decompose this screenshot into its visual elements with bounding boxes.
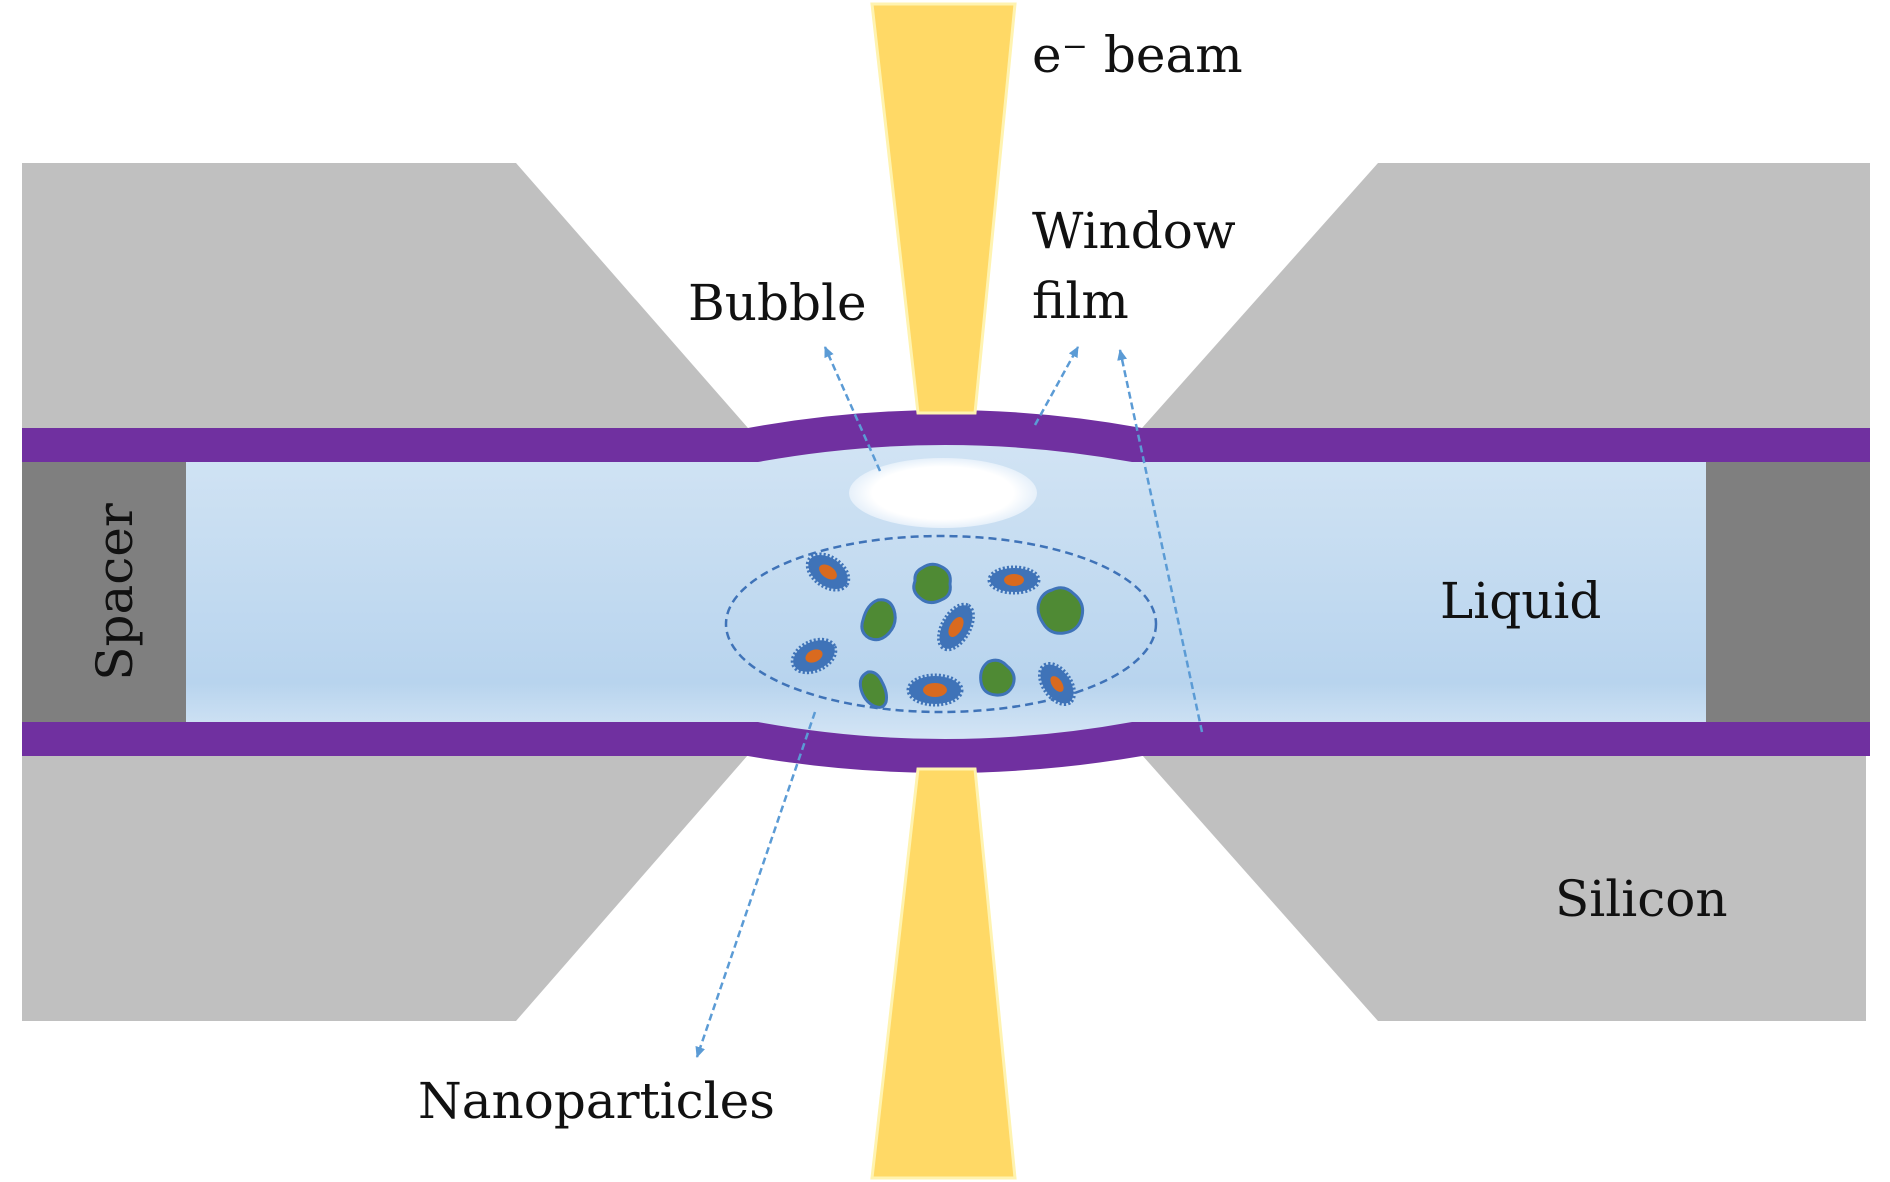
annotation-arrows — [695, 346, 1204, 1058]
nanoparticles-label: Nanoparticles — [418, 1072, 775, 1130]
window-film-arrow-1 — [1033, 346, 1080, 426]
nanoparticle-region — [724, 534, 1158, 714]
nanoparticle — [805, 552, 851, 592]
nanoparticle — [1037, 661, 1077, 707]
nanoparticle — [860, 598, 897, 642]
bubble-arrow — [823, 346, 882, 472]
silicon-blocks — [22, 163, 1870, 1021]
bubble-shape — [849, 458, 1037, 528]
spacer-left — [22, 462, 186, 722]
silicon-top-left — [22, 163, 748, 428]
nanoparticles — [790, 552, 1085, 709]
liquid-label: Liquid — [1440, 572, 1601, 630]
silicon-label: Silicon — [1555, 870, 1728, 928]
nanoparticle — [912, 562, 952, 605]
window-film-arrow-2 — [1117, 349, 1204, 733]
spacer-right — [1706, 462, 1870, 722]
beam-upper — [870, 2, 1017, 415]
spacer-label: Spacer — [86, 503, 144, 681]
beam-lower — [870, 767, 1017, 1180]
nanoparticle — [858, 670, 888, 709]
nanoparticle — [790, 637, 838, 675]
bubble-label: Bubble — [688, 274, 867, 332]
silicon-top-right — [1142, 163, 1870, 428]
silicon-bottom-right — [1142, 755, 1866, 1021]
nanoparticle — [906, 673, 964, 707]
silicon-bottom-left — [22, 755, 748, 1021]
window-film-bottom — [22, 722, 1870, 773]
window-film-label-line1: Window — [1032, 202, 1236, 260]
ebeam-label: e⁻ beam — [1032, 26, 1243, 84]
nanoparticle — [1036, 586, 1085, 635]
window-film-label-line2: film — [1032, 272, 1129, 330]
electron-beam — [870, 2, 1017, 1180]
nanoparticles-arrow — [695, 711, 817, 1058]
window-film-top — [22, 410, 1870, 462]
nanoparticle — [987, 565, 1041, 595]
nanoparticle — [979, 658, 1016, 697]
nanoparticle — [937, 602, 975, 652]
